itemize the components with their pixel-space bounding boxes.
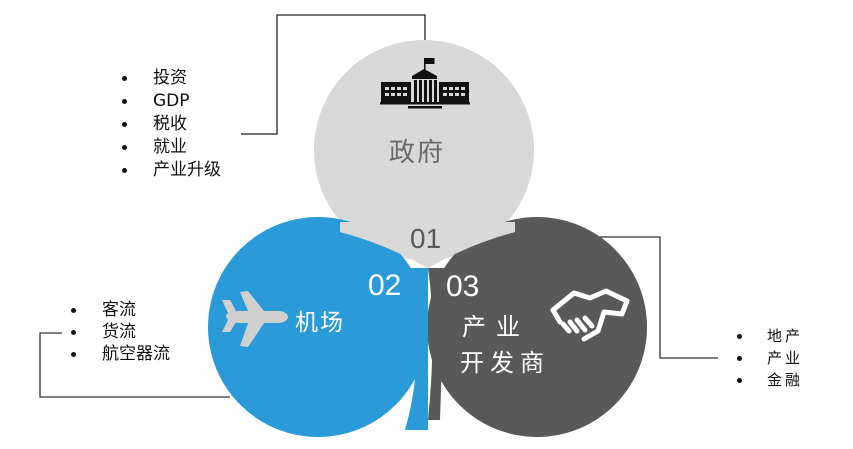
developer-circle — [427, 217, 647, 437]
bullet-icon — [122, 145, 127, 150]
list-item: GDP — [122, 90, 221, 113]
government-label: 政府 — [389, 138, 446, 168]
airport-list: 客流 货流 航空器流 — [71, 299, 170, 365]
list-item: 地产 — [737, 325, 803, 347]
government-building-icon — [380, 58, 470, 109]
bullet-icon — [122, 122, 127, 127]
developer-number: 03 — [446, 270, 480, 303]
bullet-icon — [71, 330, 76, 335]
connector-line-government — [241, 14, 426, 135]
government-circle — [314, 40, 534, 260]
developer-list: 地产 产业 金融 — [737, 325, 803, 391]
bullet-icon — [122, 168, 127, 173]
bullet-icon — [122, 76, 127, 81]
airport-circle — [208, 217, 428, 437]
airport-middle-fill — [405, 268, 428, 430]
developer-label-line1: 产业 — [462, 313, 530, 341]
airport-label: 机场 — [295, 310, 345, 336]
connector-line-developer — [592, 236, 718, 359]
list-item: 产业 — [737, 347, 803, 369]
list-item: 税收 — [122, 113, 221, 136]
bullet-icon — [737, 378, 742, 383]
developer-middle-fill — [428, 268, 445, 420]
bullet-icon — [737, 356, 742, 361]
bullet-icon — [71, 308, 76, 313]
government-number: 01 — [410, 223, 442, 254]
government-wedge — [340, 222, 515, 268]
connector-line-airport — [39, 332, 230, 398]
handshake-icon — [550, 288, 630, 342]
list-item: 金融 — [737, 369, 803, 391]
airport-number: 02 — [368, 269, 402, 302]
list-item: 产业升级 — [122, 159, 221, 182]
list-item: 投资 — [122, 67, 221, 90]
list-item: 客流 — [71, 299, 170, 321]
list-item: 货流 — [71, 321, 170, 343]
list-item: 航空器流 — [71, 343, 170, 365]
government-list: 投资 GDP 税收 就业 产业升级 — [122, 67, 221, 182]
airplane-icon — [222, 291, 288, 347]
bullet-icon — [71, 352, 76, 357]
developer-label-line2: 开发商 — [460, 349, 550, 377]
bullet-icon — [122, 99, 127, 104]
bullet-icon — [737, 334, 742, 339]
list-item: 就业 — [122, 136, 221, 159]
